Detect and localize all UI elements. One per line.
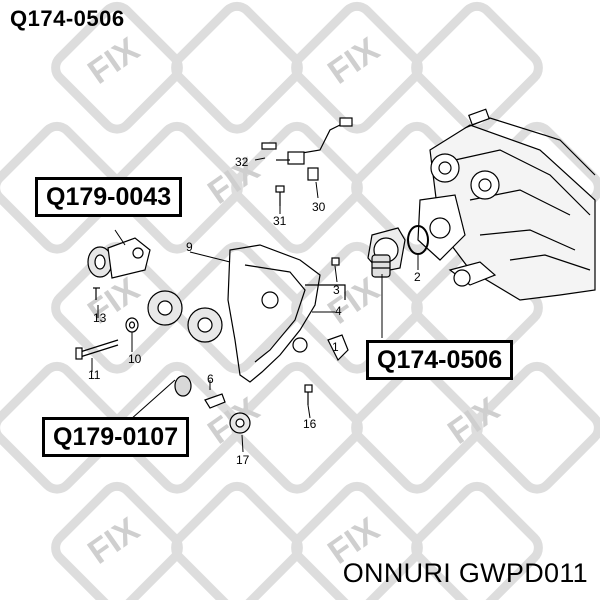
part-number-label-3: 3 bbox=[333, 283, 340, 297]
part-number-label-6: 6 bbox=[207, 372, 214, 386]
part-number-label-16: 16 bbox=[303, 417, 317, 431]
sensor-and-bolts-drawing bbox=[261, 117, 353, 206]
watermark-logo-text: FIX bbox=[81, 30, 146, 92]
part-number-label-32: 32 bbox=[235, 155, 249, 169]
part-number-label-9: 9 bbox=[186, 240, 193, 254]
engine-block-drawing bbox=[417, 108, 596, 301]
part-number-label-30: 30 bbox=[312, 200, 326, 214]
water-pump-drawing bbox=[367, 225, 429, 278]
part-number-label-13: 13 bbox=[93, 311, 107, 325]
part-number-label-2: 2 bbox=[414, 270, 421, 284]
part-number-label-11: 11 bbox=[88, 368, 101, 382]
part-number-label-31: 31 bbox=[273, 214, 287, 228]
sprockets-drawing bbox=[147, 290, 251, 434]
timing-cover-drawing bbox=[227, 244, 346, 383]
leader-lines bbox=[91, 157, 419, 453]
callout-q174-0506: Q174-0506 bbox=[366, 340, 514, 380]
part-number-label-4: 4 bbox=[335, 304, 342, 318]
callout-q179-0107: Q179-0107 bbox=[42, 417, 190, 457]
watermark-logo-text: FIX bbox=[321, 30, 386, 92]
watermark-logo-text: FIX bbox=[81, 510, 146, 572]
tensioner-pulley-drawing bbox=[87, 237, 151, 300]
part-number-label-17: 17 bbox=[236, 453, 250, 467]
page-title-part-number: Q174-0506 bbox=[10, 6, 125, 31]
cross-reference-label: ONNURI GWPD011 bbox=[342, 558, 588, 588]
part-number-label-1: 1 bbox=[332, 340, 339, 354]
part-number-label-10: 10 bbox=[128, 352, 142, 366]
watermark-logo-text: FIX bbox=[321, 270, 386, 332]
bolts-washers-drawing bbox=[75, 257, 349, 405]
callout-q179-0043: Q179-0043 bbox=[35, 177, 183, 217]
